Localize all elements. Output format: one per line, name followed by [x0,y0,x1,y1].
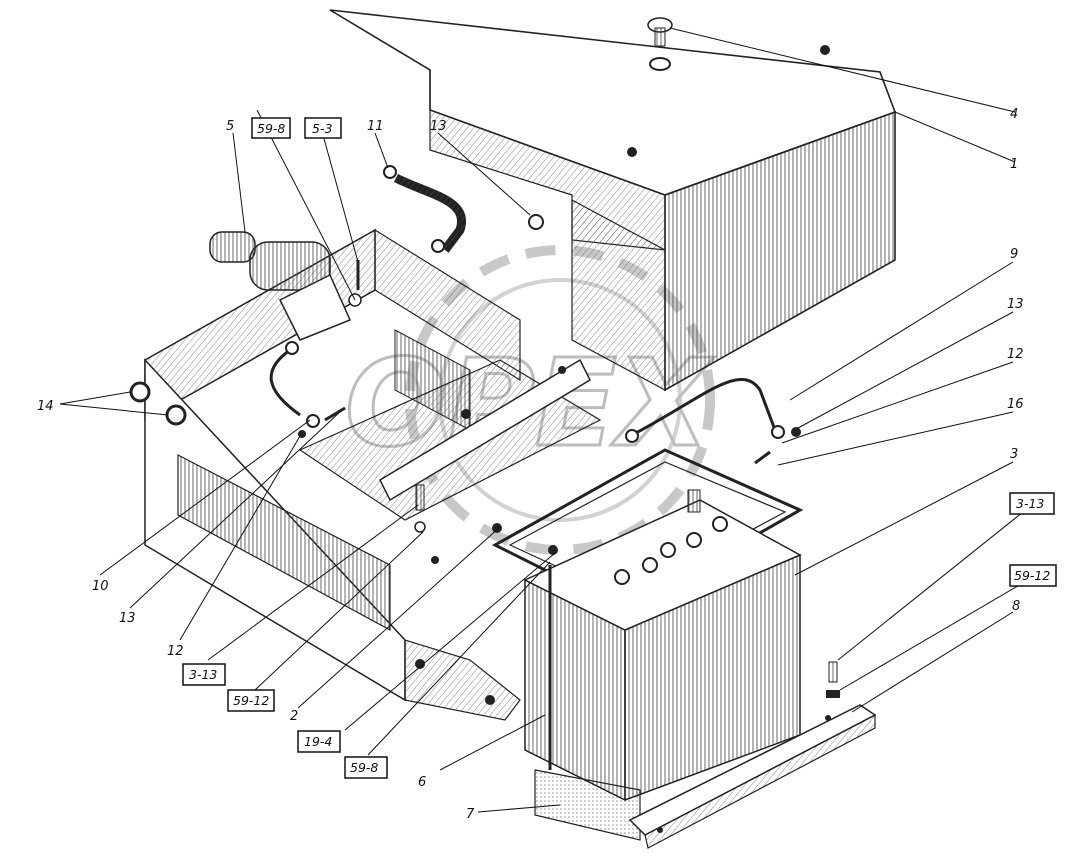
callout-7: 7 [466,807,475,822]
callout-9: 9 [1010,247,1018,262]
storage-battery [523,489,802,802]
callout-5: 5 [226,119,234,134]
rubber-pad [534,769,641,841]
callout-4: 4 [1010,107,1018,122]
callout-8: 8 [1012,599,1020,614]
battery-tray [144,228,602,721]
battery-cable [269,341,785,443]
ref-19-4: 19-4 [304,734,332,749]
wing-nut [647,17,673,71]
ref-59-8-bottom: 59-8 [350,760,378,775]
callout-6: 6 [418,775,426,790]
callout-12-right: 12 [1007,347,1024,362]
ref-59-12-left: 59-12 [233,693,269,708]
callout-3: 3 [1010,447,1018,462]
ref-59-12-right: 59-12 [1014,568,1050,583]
boxed-reference-labels: 59-8 5-3 3-13 59-12 19-4 59-8 3-13 59-12 [182,117,1057,779]
ref-5-3: 5-3 [312,121,332,136]
ref-59-8-top: 59-8 [257,121,285,136]
leader-lines [59,27,1029,813]
callout-10: 10 [92,579,109,594]
callout-11: 11 [367,119,384,134]
callout-14: 13 [430,119,447,134]
ref-3-13-left: 3-13 [189,667,217,682]
battery-cover [329,9,897,392]
ground-strap [383,165,467,253]
callout-13-right: 13 [1007,297,1024,312]
holding-strip [628,704,877,849]
ground-switch [209,231,362,341]
ref-3-13-right: 3-13 [1016,496,1044,511]
callout-15: 14 [37,399,54,414]
callout-16: 16 [1007,397,1024,412]
callout-13-left: 13 [119,611,136,626]
callout-12-left: 12 [167,644,184,659]
callout-1: 1 [1010,157,1018,172]
callout-2: 2 [290,709,298,724]
callout-labels: 4 1 5 11 13 9 13 12 16 3 14 10 13 12 2 6… [37,107,1024,822]
